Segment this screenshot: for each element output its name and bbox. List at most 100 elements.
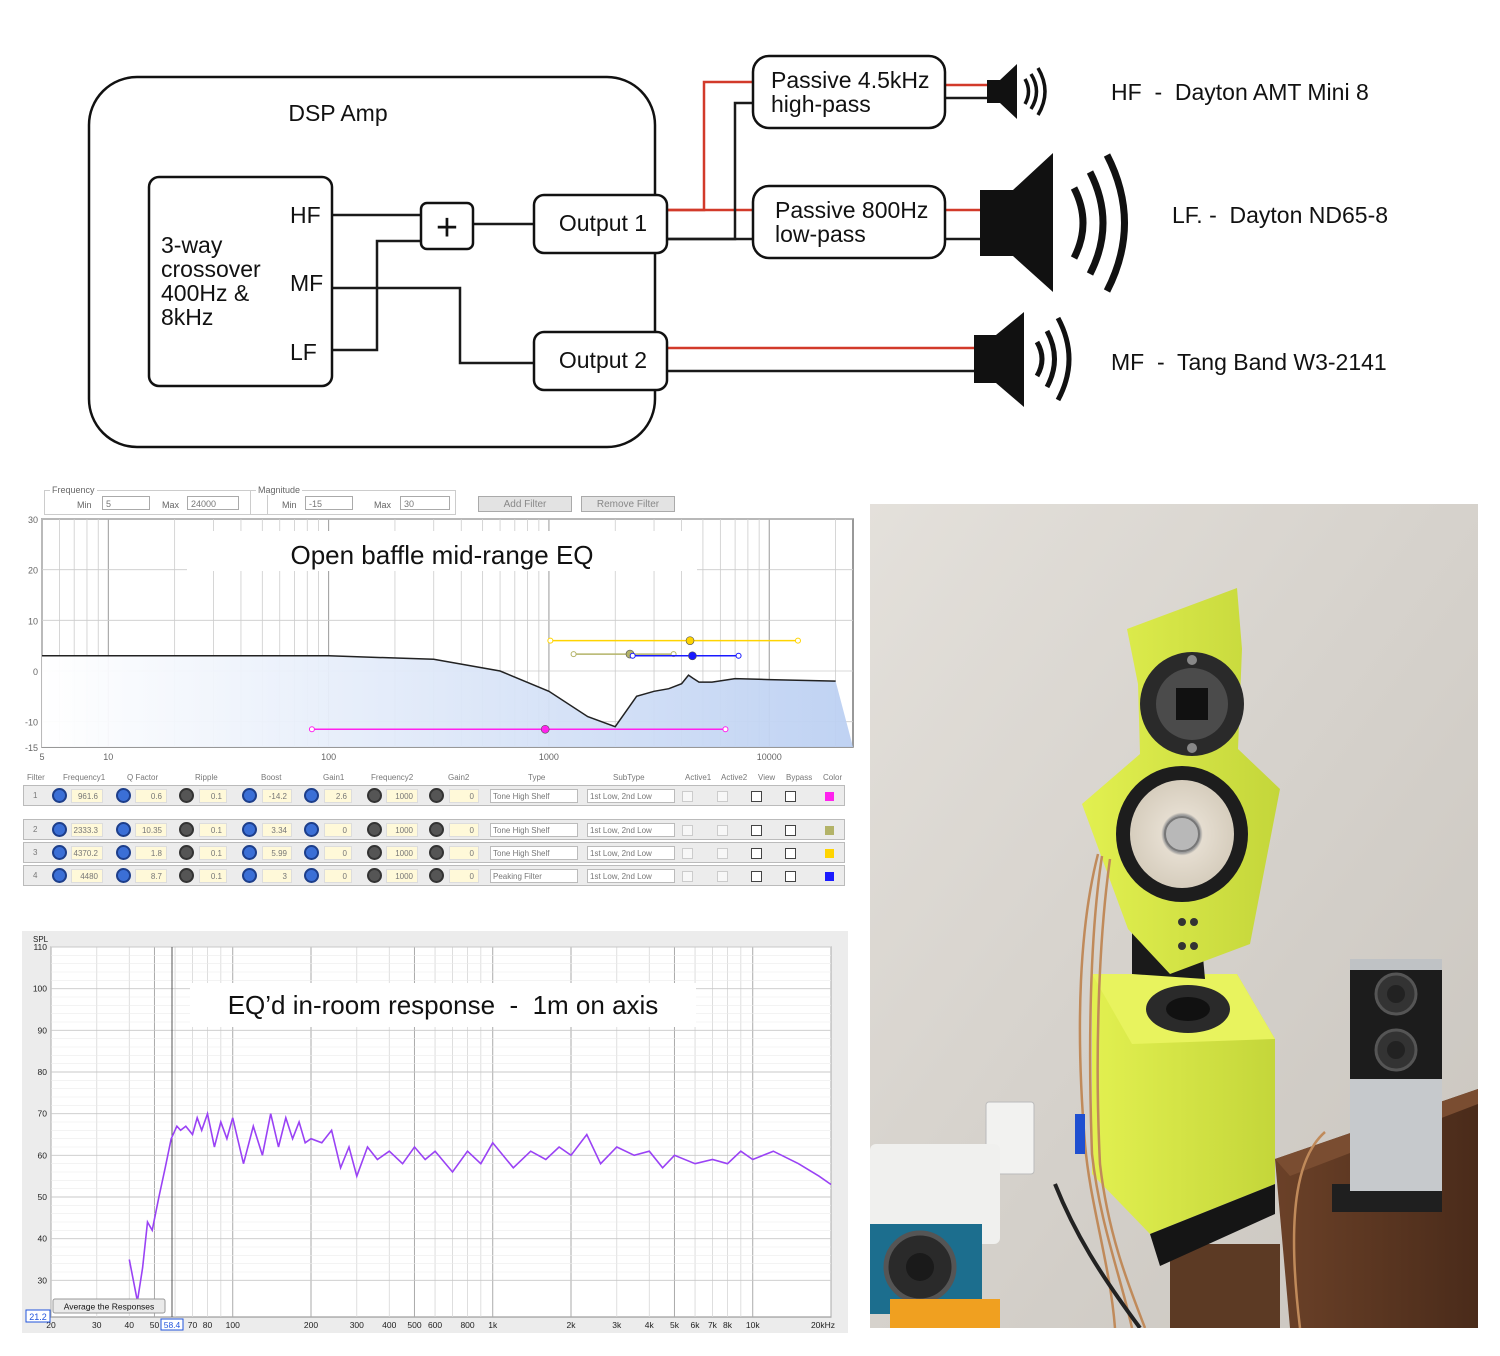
active2-checkbox[interactable]	[717, 848, 728, 859]
q-factor-knob[interactable]	[116, 845, 131, 860]
boost-value[interactable]: 3	[262, 869, 292, 883]
frequency2-knob[interactable]	[367, 868, 382, 883]
frequency1-value[interactable]: 2333.3	[71, 823, 103, 837]
bypass-checkbox[interactable]	[785, 848, 796, 859]
subtype-select[interactable]: 1st Low, 2nd Low	[587, 846, 675, 860]
filter-bw-left-handle[interactable]	[629, 652, 636, 659]
active2-checkbox[interactable]	[717, 825, 728, 836]
subtype-select[interactable]: 1st Low, 2nd Low	[587, 789, 675, 803]
ripple-knob[interactable]	[179, 788, 194, 803]
active1-checkbox[interactable]	[682, 791, 693, 802]
gain1-knob[interactable]	[304, 788, 319, 803]
ripple-knob[interactable]	[179, 845, 194, 860]
boost-value[interactable]: 3.34	[262, 823, 292, 837]
active2-checkbox[interactable]	[717, 791, 728, 802]
q-factor-knob[interactable]	[116, 868, 131, 883]
frequency2-value[interactable]: 1000	[386, 846, 418, 860]
subtype-select[interactable]: 1st Low, 2nd Low	[587, 869, 675, 883]
filter-bw-right-handle[interactable]	[722, 726, 729, 733]
subtype-select[interactable]: 1st Low, 2nd Low	[587, 823, 675, 837]
frequency1-knob[interactable]	[52, 845, 67, 860]
ripple-value[interactable]: 0.1	[199, 789, 227, 803]
frequency1-knob[interactable]	[52, 788, 67, 803]
frequency1-knob[interactable]	[52, 868, 67, 883]
gain2-value[interactable]: 0	[449, 789, 479, 803]
filter-color-swatch[interactable]	[825, 872, 834, 881]
gain2-knob[interactable]	[429, 822, 444, 837]
q-factor-knob[interactable]	[116, 822, 131, 837]
bypass-checkbox[interactable]	[785, 791, 796, 802]
freq-min-spinner[interactable]: 5	[102, 496, 150, 510]
q-factor-value[interactable]: 0.6	[135, 789, 167, 803]
filter-center-handle[interactable]	[688, 651, 697, 661]
average-responses-button[interactable]	[52, 1298, 166, 1314]
boost-knob[interactable]	[242, 788, 257, 803]
filter-color-swatch[interactable]	[825, 849, 834, 858]
gain1-value[interactable]: 0	[324, 846, 352, 860]
filter-bw-left-handle[interactable]	[308, 726, 315, 733]
q-factor-value[interactable]: 10.35	[135, 823, 167, 837]
view-checkbox[interactable]	[751, 871, 762, 882]
boost-knob[interactable]	[242, 822, 257, 837]
filter-center-handle[interactable]	[685, 636, 695, 645]
gain1-value[interactable]: 0	[324, 869, 352, 883]
view-checkbox[interactable]	[751, 791, 762, 802]
frequency2-knob[interactable]	[367, 788, 382, 803]
ripple-knob[interactable]	[179, 868, 194, 883]
filter-bw-left-handle[interactable]	[547, 637, 554, 644]
remove-filter-button[interactable]: Remove Filter	[581, 496, 675, 512]
type-select[interactable]: Tone High Shelf	[490, 789, 578, 803]
type-select[interactable]: Peaking Filter	[490, 869, 578, 883]
ripple-value[interactable]: 0.1	[199, 869, 227, 883]
bypass-checkbox[interactable]	[785, 825, 796, 836]
frequency1-value[interactable]: 4480	[71, 869, 103, 883]
mag-min-spinner[interactable]: -15	[305, 496, 353, 510]
gain1-knob[interactable]	[304, 868, 319, 883]
filter-color-swatch[interactable]	[825, 826, 834, 835]
frequency1-value[interactable]: 4370.2	[71, 846, 103, 860]
q-factor-knob[interactable]	[116, 788, 131, 803]
gain2-value[interactable]: 0	[449, 846, 479, 860]
add-filter-button[interactable]: Add Filter	[478, 496, 572, 512]
gain2-value[interactable]: 0	[449, 823, 479, 837]
boost-knob[interactable]	[242, 845, 257, 860]
boost-value[interactable]: -14.2	[262, 789, 292, 803]
q-factor-value[interactable]: 1.8	[135, 846, 167, 860]
frequency1-knob[interactable]	[52, 822, 67, 837]
filter-bw-right-handle[interactable]	[794, 637, 801, 644]
type-select[interactable]: Tone High Shelf	[490, 846, 578, 860]
gain2-value[interactable]: 0	[449, 869, 479, 883]
bypass-checkbox[interactable]	[785, 871, 796, 882]
ripple-value[interactable]: 0.1	[199, 846, 227, 860]
active2-checkbox[interactable]	[717, 871, 728, 882]
frequency2-knob[interactable]	[367, 822, 382, 837]
frequency1-value[interactable]: 961.6	[71, 789, 103, 803]
type-select[interactable]: Tone High Shelf	[490, 823, 578, 837]
active1-checkbox[interactable]	[682, 871, 693, 882]
gain1-value[interactable]: 2.6	[324, 789, 352, 803]
frequency2-value[interactable]: 1000	[386, 789, 418, 803]
ripple-knob[interactable]	[179, 822, 194, 837]
frequency2-value[interactable]: 1000	[386, 823, 418, 837]
gain1-knob[interactable]	[304, 845, 319, 860]
gain2-knob[interactable]	[429, 845, 444, 860]
ripple-value[interactable]: 0.1	[199, 823, 227, 837]
frequency2-value[interactable]: 1000	[386, 869, 418, 883]
active1-checkbox[interactable]	[682, 848, 693, 859]
boost-knob[interactable]	[242, 868, 257, 883]
filter-color-swatch[interactable]	[825, 792, 834, 801]
gain2-knob[interactable]	[429, 868, 444, 883]
freq-max-spinner[interactable]: 24000	[187, 496, 239, 510]
view-checkbox[interactable]	[751, 825, 762, 836]
q-factor-value[interactable]: 8.7	[135, 869, 167, 883]
gain1-knob[interactable]	[304, 822, 319, 837]
filter-bw-right-handle[interactable]	[735, 652, 742, 659]
gain2-knob[interactable]	[429, 788, 444, 803]
view-checkbox[interactable]	[751, 848, 762, 859]
filter-center-handle[interactable]	[540, 724, 550, 734]
gain1-value[interactable]: 0	[324, 823, 352, 837]
